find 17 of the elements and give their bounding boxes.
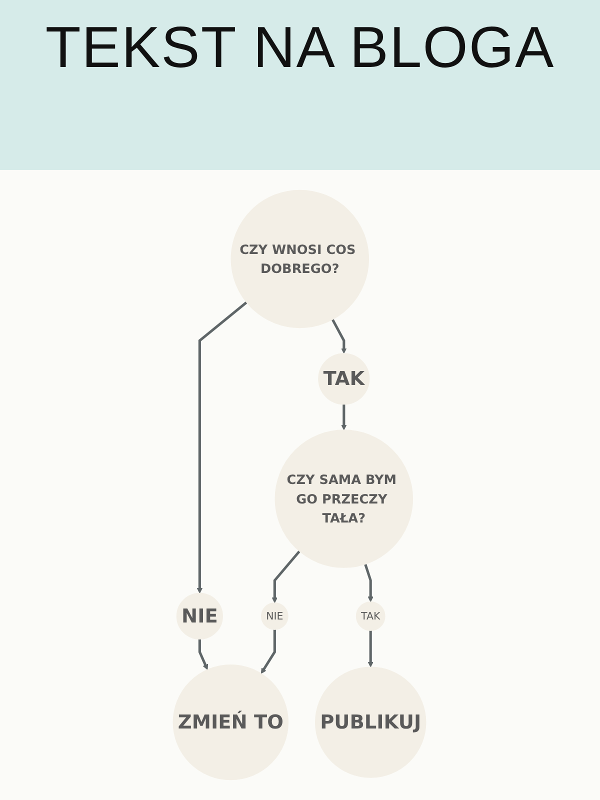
node-circle: TAK — [318, 353, 370, 405]
title: TEKST NA BLOGA — [45, 14, 555, 81]
node-circle: NIE — [261, 602, 289, 630]
arrow — [197, 301, 248, 594]
node-circle: CZY WNOSI COS DOBREGO? — [231, 190, 370, 328]
node-circle: TAK — [356, 601, 386, 631]
node-circle: NIE — [176, 592, 224, 640]
node-circle: ZMIEŃ TO — [173, 664, 290, 780]
arrow — [272, 550, 301, 604]
arrow — [332, 318, 348, 354]
node-circle: PUBLIKUJ — [315, 666, 427, 778]
arrow — [261, 630, 276, 674]
arrow — [342, 404, 348, 430]
arrow — [368, 630, 374, 668]
arrow — [198, 639, 208, 670]
node-circle: CZY SAMA BYM GO PRZECZY TAŁA? — [275, 430, 414, 568]
arrow — [364, 564, 374, 602]
